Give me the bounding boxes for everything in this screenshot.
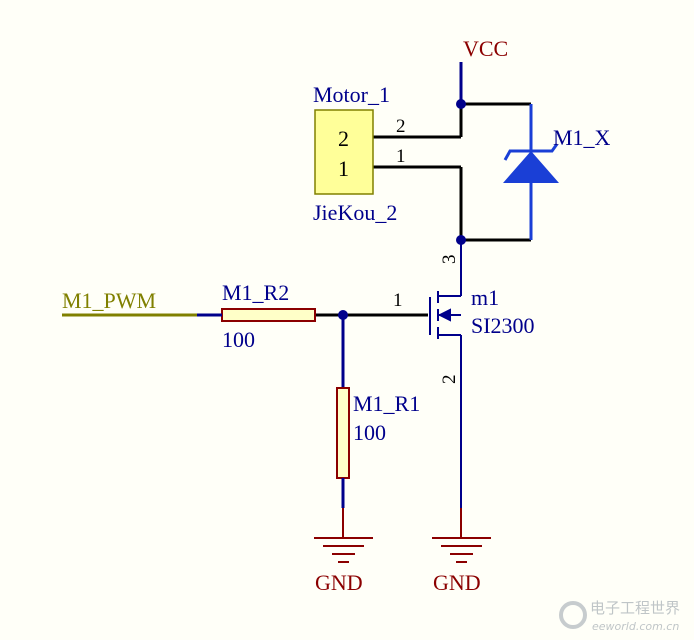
junction-vcc [456, 99, 466, 109]
r1-body [336, 387, 350, 479]
gnd-left-symbol [314, 508, 373, 563]
diode-cathode-bar [503, 143, 559, 161]
watermark: 电子工程世界 eeworld.com.cn [559, 599, 680, 633]
connector-comment: JieKou_2 [313, 200, 397, 225]
vcc-label: VCC [463, 36, 508, 61]
watermark-url: eeworld.com.cn [592, 620, 679, 633]
r2-body [221, 308, 316, 322]
pwm-net-label: M1_PWM [62, 288, 156, 313]
mosfet-part: SI2300 [471, 313, 535, 338]
r1-designator: M1_R1 [353, 391, 420, 416]
watermark-logo [559, 601, 587, 629]
mosfet-gate-pin: 1 [393, 290, 403, 311]
wires [62, 102, 531, 317]
connector-wire-pin-a: 2 [396, 116, 406, 137]
r1-value: 100 [353, 420, 386, 445]
mosfet [429, 240, 462, 508]
r2-designator: M1_R2 [222, 280, 289, 305]
mosfet-arrow [437, 308, 451, 322]
diode-designator: M1_X [553, 125, 611, 150]
gnd-left-label: GND [315, 570, 363, 595]
mosfet-source-pin: 2 [439, 375, 460, 385]
connector-wire-pin-b: 1 [396, 146, 406, 167]
connector-pin-b: 1 [338, 156, 349, 181]
mosfet-drain-pin: 3 [439, 255, 460, 265]
diode-triangle [503, 151, 559, 183]
diode [503, 104, 559, 240]
watermark-cn: 电子工程世界 [590, 599, 680, 617]
gnd-right-label: GND [433, 570, 481, 595]
connector-pin-a: 2 [338, 126, 349, 151]
gnd-right-symbol [432, 508, 491, 563]
r2-value: 100 [222, 327, 255, 352]
connector-body [314, 109, 374, 195]
mosfet-designator: m1 [471, 285, 499, 310]
connector-designator: Motor_1 [313, 82, 390, 107]
